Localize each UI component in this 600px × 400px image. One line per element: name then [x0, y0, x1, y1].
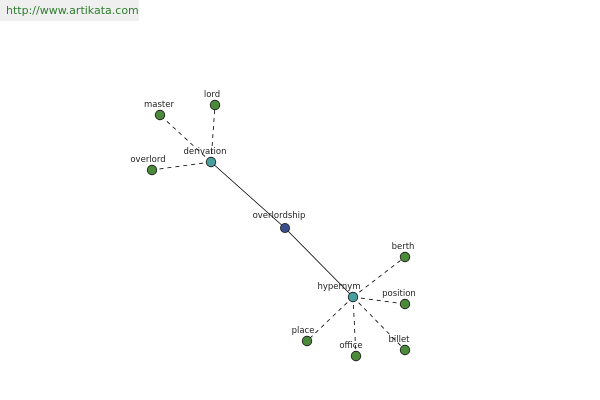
edge-derivation-overlord [151, 161, 212, 171]
node-label-lord[interactable]: lord [204, 90, 220, 100]
edge-overlordship-hypernym [284, 227, 354, 298]
site-url[interactable]: http://www.artikata.com [0, 0, 139, 21]
node-overlord[interactable] [146, 164, 158, 176]
node-overlordship[interactable] [279, 222, 290, 233]
edge-derivation-lord [210, 104, 216, 163]
node-label-master[interactable]: master [144, 100, 174, 110]
edge-hypernym-berth [352, 256, 406, 298]
node-lord[interactable] [209, 99, 221, 111]
edge-hypernym-position [352, 296, 406, 305]
nodes-layer [146, 99, 411, 362]
node-office[interactable] [350, 350, 362, 362]
node-position[interactable] [399, 298, 411, 310]
node-derivation[interactable] [205, 156, 217, 168]
node-label-office[interactable]: office [339, 341, 362, 351]
node-label-place[interactable]: place [292, 326, 315, 336]
node-place[interactable] [301, 335, 313, 347]
edges-layer [151, 104, 406, 357]
node-master[interactable] [154, 109, 166, 121]
edge-hypernym-office [352, 296, 357, 357]
node-label-billet[interactable]: billet [388, 335, 410, 345]
node-label-overlord[interactable]: overlord [130, 155, 165, 165]
node-label-derivation[interactable]: derivation [183, 147, 226, 157]
node-label-hypernym[interactable]: hypernym [317, 282, 360, 292]
node-hypernym[interactable] [347, 291, 359, 303]
edge-hypernym-place [306, 296, 354, 342]
node-billet[interactable] [399, 344, 411, 356]
node-label-position[interactable]: position [382, 289, 416, 299]
edge-derivation-master [159, 114, 212, 163]
node-berth[interactable] [399, 251, 411, 263]
edge-overlordship-derivation [210, 161, 286, 229]
labels-layer: overlordship derivation hypernym master lord… [130, 90, 415, 351]
node-label-berth[interactable]: berth [392, 242, 415, 252]
node-label-overlordship[interactable]: overlordship [253, 211, 306, 221]
